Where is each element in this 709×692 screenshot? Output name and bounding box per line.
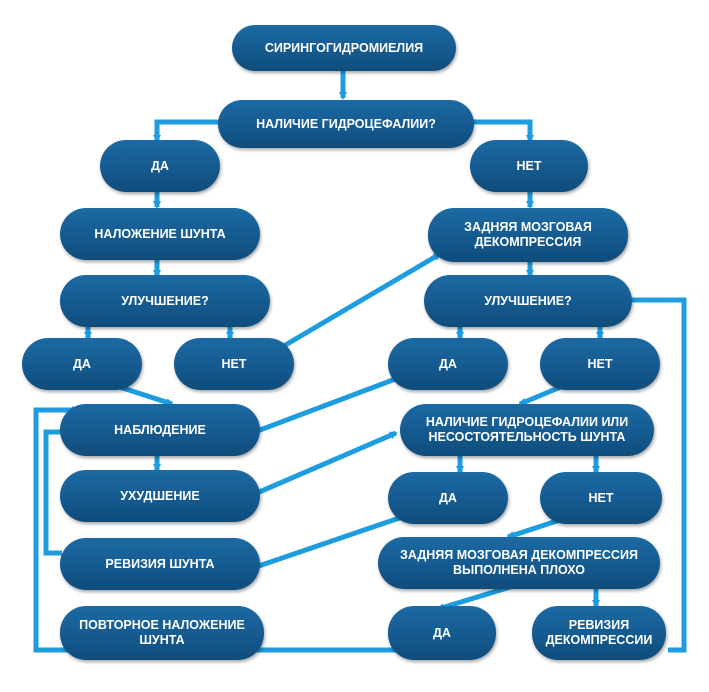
arrow-yes-h-to-shunt-rev [242,510,415,574]
node-yes-poor: ДА [388,606,496,660]
node-decompression-poorly-done: ЗАДНЯЯ МОЗГОВАЯ ДЕКОМПРЕССИЯ ВЫПОЛНЕНА П… [378,537,660,589]
node-no-left: НЕТ [174,338,294,390]
node-shunt-placement: НАЛОЖЕНИЕ ШУНТА [60,208,260,260]
node-yes-right: ДА [388,338,508,390]
node-worsening: УХУДШЕНИЕ [60,470,260,522]
node-posterior-decompression: ЗАДНЯЯ МОЗГОВАЯ ДЕКОМПРЕССИЯ [428,208,628,262]
node-decompression-revision: РЕВИЗИЯ ДЕКОМПРЕССИИ [532,606,666,660]
node-no-hydro: НЕТ [540,472,662,524]
node-syringomyelia: СИРИНГОГИДРОМИЕЛИЯ [232,25,456,71]
node-yes-1: ДА [100,140,220,192]
node-yes-left: ДА [22,338,142,390]
arrow-reshunt-loop [33,406,92,653]
node-hydro-or-shunt-failure: НАЛИЧИЕ ГИДРОЦЕФАЛИИ ИЛИ НЕСОСТОЯТЕЛЬНОС… [400,404,654,456]
node-shunt-revision: РЕВИЗИЯ ШУНТА [60,538,260,590]
arrow-decomp-rev-loop [622,296,687,653]
node-no-right: НЕТ [540,338,660,390]
arrow-shunt-rev-loop [43,428,70,556]
arrow-hydro-to-yes1 [153,119,222,143]
node-no-1: НЕТ [470,140,588,192]
arrow-worse-to-hydro-fail [235,430,398,505]
arrow-hydro-to-no1 [462,119,534,143]
node-hydrocephalus-question: НАЛИЧИЕ ГИДРОЦЕФАЛИИ? [218,100,474,148]
arrow-no-to-post-decomp [280,251,442,350]
node-repeat-shunt-placement: ПОВТОРНОЕ НАЛОЖЕНИЕ ШУНТА [60,606,264,660]
node-observation: НАБЛЮДЕНИЕ [60,404,260,456]
node-improvement-right: УЛУЧШЕНИЕ? [424,275,632,327]
node-yes-hydro: ДА [388,472,508,524]
arrow-yes-r-to-observe [242,372,407,439]
node-improvement-left: УЛУЧШЕНИЕ? [60,275,270,327]
